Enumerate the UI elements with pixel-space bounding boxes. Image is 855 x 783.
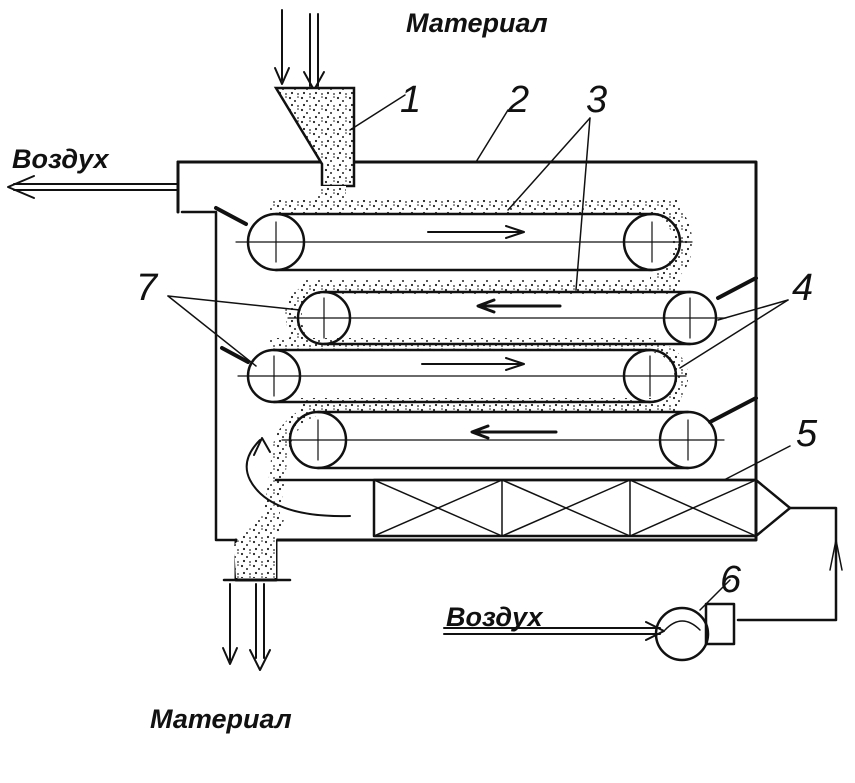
material-in-label: Материал <box>406 8 548 38</box>
conveyor-belt-4 <box>281 410 725 470</box>
label-2: 2 <box>507 79 529 121</box>
feed-hopper <box>273 86 406 188</box>
air-out-label: Воздух <box>12 144 109 174</box>
air-inlet-arrow <box>443 621 665 641</box>
leader-lines <box>167 109 791 481</box>
label-5: 5 <box>796 413 818 455</box>
air-outlet-arrow <box>7 175 179 199</box>
air-inlet-duct <box>245 437 843 622</box>
air-heater <box>274 478 758 538</box>
material-layers <box>234 186 692 578</box>
label-1: 1 <box>400 79 421 121</box>
conveyor-belt-2 <box>287 290 727 346</box>
material-out-label: Материал <box>150 704 292 734</box>
label-4: 4 <box>792 267 813 309</box>
baffle-plates <box>214 206 758 424</box>
label-7: 7 <box>136 267 159 309</box>
air-in-label: Воздух <box>446 602 543 632</box>
material-outlet-arrows <box>222 583 271 671</box>
conveyor-belt-1 <box>235 212 693 272</box>
label-3: 3 <box>586 79 607 121</box>
conveyor-belts <box>235 212 727 470</box>
belt-direction-arrows <box>421 225 562 440</box>
material-feed-arrows <box>274 9 325 91</box>
conveyor-belt-3 <box>237 348 687 404</box>
label-6: 6 <box>720 559 742 601</box>
